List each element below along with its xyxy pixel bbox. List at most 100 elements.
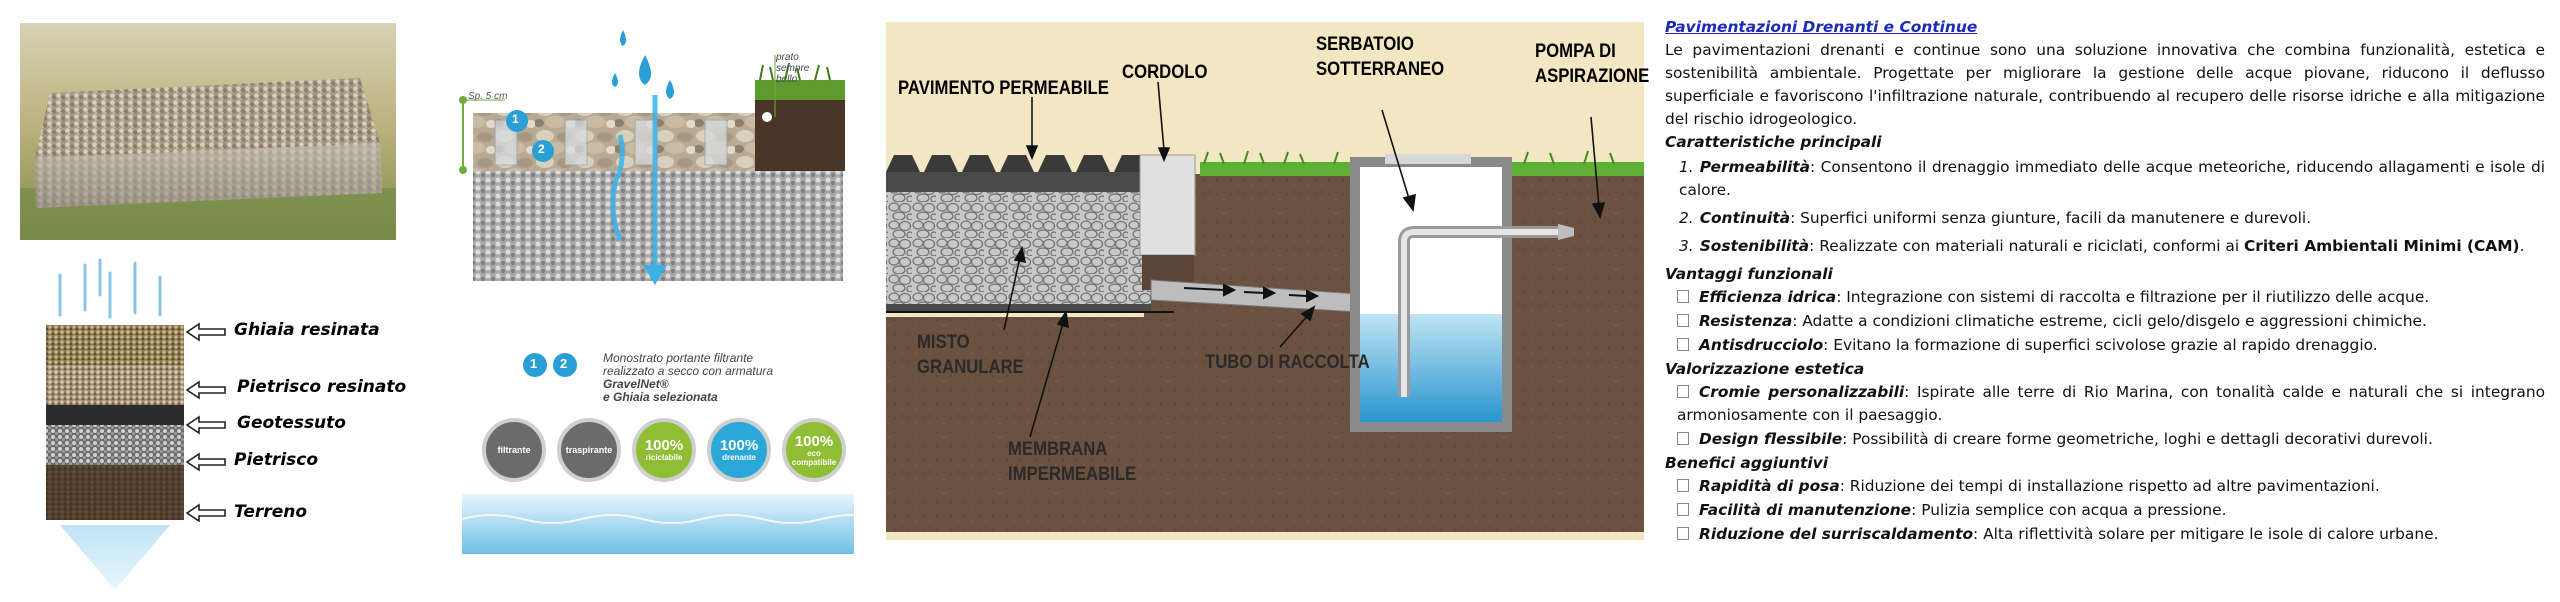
layer-stack-illustration	[46, 258, 184, 590]
heading-valorizzazione: Valorizzazione estetica	[1665, 360, 1865, 378]
depth-label: Sp. 5 cm	[468, 91, 508, 102]
list-item: 1. Permeabilità: Consentono il drenaggio …	[1679, 156, 2545, 202]
valorizzazione-list: Cromie personalizzabili: Ispirate alle t…	[1665, 381, 2545, 451]
resin-gravel-photo	[20, 23, 396, 240]
label-misto: MISTO GRANULARE	[917, 330, 1024, 380]
list-item: Facilità di manutenzione: Pulizia sempli…	[1677, 499, 2545, 522]
list-item: Design flessibile: Possibilità di creare…	[1677, 428, 2545, 451]
item-tail: .	[2519, 237, 2525, 255]
feature-badge: 100%eco compatibile	[782, 418, 846, 482]
description-panel: Pavimentazioni Drenanti e Continue Le pa…	[1665, 16, 2545, 547]
badge-line-2: eco compatibile	[791, 448, 837, 467]
heading-caratteristiche: Caratteristiche principali	[1665, 133, 1882, 151]
bullet-icon	[1677, 385, 1689, 398]
label-pompa-2: ASPIRAZIONE	[1535, 66, 1650, 87]
item-text: : Integrazione con sistemi di raccolta e…	[1836, 288, 2430, 306]
item-label: Riduzione del surriscaldamento	[1699, 525, 1974, 543]
bullet-icon	[1677, 290, 1689, 303]
list-item: Efficienza idrica: Integrazione con sist…	[1677, 286, 2545, 309]
caption-num-2: 2	[560, 356, 568, 371]
badge-line-2: riciclabile	[645, 453, 683, 462]
caption-line-1: Monostrato portante filtrante	[603, 351, 754, 365]
feature-badge: 100%drenante	[707, 418, 771, 482]
badge-line-2: drenante	[722, 453, 756, 462]
layer-label-pietrisco: Pietrisco	[234, 450, 319, 470]
label-misto-1: MISTO	[917, 332, 970, 353]
gravelnet-illustration	[459, 30, 845, 285]
label-serbatoio: SERBATOIO SOTTERRANEO	[1316, 32, 1444, 82]
item-text: : Pulizia semplice con acqua a pressione…	[1911, 501, 2227, 519]
item-num: 2.	[1679, 209, 1694, 227]
bullet-icon	[1677, 527, 1689, 540]
layer-label-arrows	[185, 322, 226, 522]
layer-label-ghiaia: Ghiaia resinata	[234, 320, 380, 340]
caratteristiche-list: 1. Permeabilità: Consentono il drenaggio …	[1665, 156, 2545, 258]
item-label: Antisdrucciolo	[1699, 336, 1824, 354]
num-badge-1: 1	[512, 112, 519, 126]
label-misto-2: GRANULARE	[917, 357, 1024, 378]
list-item: Rapidità di posa: Riduzione dei tempi di…	[1677, 475, 2545, 498]
item-label: Design flessibile	[1699, 430, 1843, 448]
label-tubo: TUBO DI RACCOLTA	[1205, 352, 1370, 373]
caption-badges	[523, 353, 577, 377]
gravelnet-caption: Monostrato portante filtrante realizzato…	[603, 352, 773, 404]
bullet-icon	[1677, 479, 1689, 492]
feature-badge: traspirante	[557, 418, 621, 482]
item-label: Sostenibilità	[1699, 237, 1810, 255]
badge-line-1: filtrante	[497, 445, 531, 455]
feature-badge: 100%riciclabile	[632, 418, 696, 482]
label-serbatoio-1: SERBATOIO	[1316, 34, 1414, 55]
badge-line-1: 100%	[719, 437, 759, 454]
item-label: Cromie personalizzabili	[1699, 383, 1905, 401]
badge-line-1: 100%	[644, 437, 684, 454]
bullet-icon	[1677, 314, 1689, 327]
label-pavimento: PAVIMENTO PERMEABILE	[898, 78, 1109, 99]
list-item: Antisdrucciolo: Evitano la formazione di…	[1677, 334, 2545, 357]
item-label: Continuità	[1699, 209, 1791, 227]
item-text: : Realizzate con materiali naturali e ri…	[1809, 237, 2245, 255]
caption-line-4: e Ghiaia selezionata	[603, 390, 718, 404]
label-membrana-2: IMPERMEABILE	[1008, 464, 1137, 485]
item-num: 3.	[1679, 237, 1694, 255]
layer-label-terreno: Terreno	[234, 502, 308, 522]
list-item: Cromie personalizzabili: Ispirate alle t…	[1677, 381, 2545, 427]
badge-line-1: 100%	[794, 432, 834, 450]
item-num: 1.	[1679, 158, 1694, 176]
item-text: : Consentono il drenaggio immediato dell…	[1679, 158, 2545, 199]
water-strip	[462, 494, 854, 554]
list-item: Resistenza: Adatte a condizioni climatic…	[1677, 310, 2545, 333]
item-strong: Criteri Ambientali Minimi (CAM)	[2244, 237, 2520, 255]
item-label: Permeabilità	[1699, 158, 1811, 176]
item-label: Facilità di manutenzione	[1699, 501, 1912, 519]
label-pompa-1: POMPA DI	[1535, 41, 1616, 62]
heading-vantaggi: Vantaggi funzionali	[1665, 265, 1833, 283]
item-label: Rapidità di posa	[1699, 477, 1840, 495]
label-cordolo: CORDOLO	[1122, 62, 1208, 83]
bullet-icon	[1677, 503, 1689, 516]
item-text: : Riduzione dei tempi di installazione r…	[1839, 477, 2380, 495]
label-pompa: POMPA DI ASPIRAZIONE	[1535, 39, 1649, 89]
intro-paragraph: Le pavimentazioni drenanti e continue so…	[1665, 41, 2545, 128]
grass-label: prato sempre bello	[776, 52, 810, 85]
num-badge-2: 2	[538, 142, 545, 156]
vantaggi-list: Efficienza idrica: Integrazione con sist…	[1665, 286, 2545, 357]
list-item: 3. Sostenibilità: Realizzate con material…	[1679, 235, 2545, 258]
list-item: 2.Continuità: Superfici uniformi senza g…	[1679, 207, 2545, 230]
feature-badge: filtrante	[482, 418, 546, 482]
drainage-cross-section	[886, 22, 1644, 540]
caption-num-1: 1	[530, 356, 538, 371]
heading-benefici: Benefici aggiuntivi	[1665, 454, 1828, 472]
section-title[interactable]: Pavimentazioni Drenanti e Continue	[1665, 18, 1978, 36]
caption-brand: GravelNet®	[603, 377, 669, 391]
item-text: : Alta riflettività solare per mitigare …	[1973, 525, 2439, 543]
item-text: : Ispirate alle terre di Rio Marina, con…	[1677, 383, 2546, 424]
layer-label-pietrisco-resinato: Pietrisco resinato	[237, 377, 407, 397]
benefici-list: Rapidità di posa: Riduzione dei tempi di…	[1665, 475, 2545, 546]
item-text: : Adatte a condizioni climatiche estreme…	[1792, 312, 2427, 330]
layer-label-geotessuto: Geotessuto	[237, 413, 346, 433]
label-membrana: MEMBRANA IMPERMEABILE	[1008, 437, 1136, 487]
caption-line-2: realizzato a secco con armatura	[603, 364, 774, 378]
label-serbatoio-2: SOTTERRANEO	[1316, 59, 1445, 80]
bullet-icon	[1677, 338, 1689, 351]
